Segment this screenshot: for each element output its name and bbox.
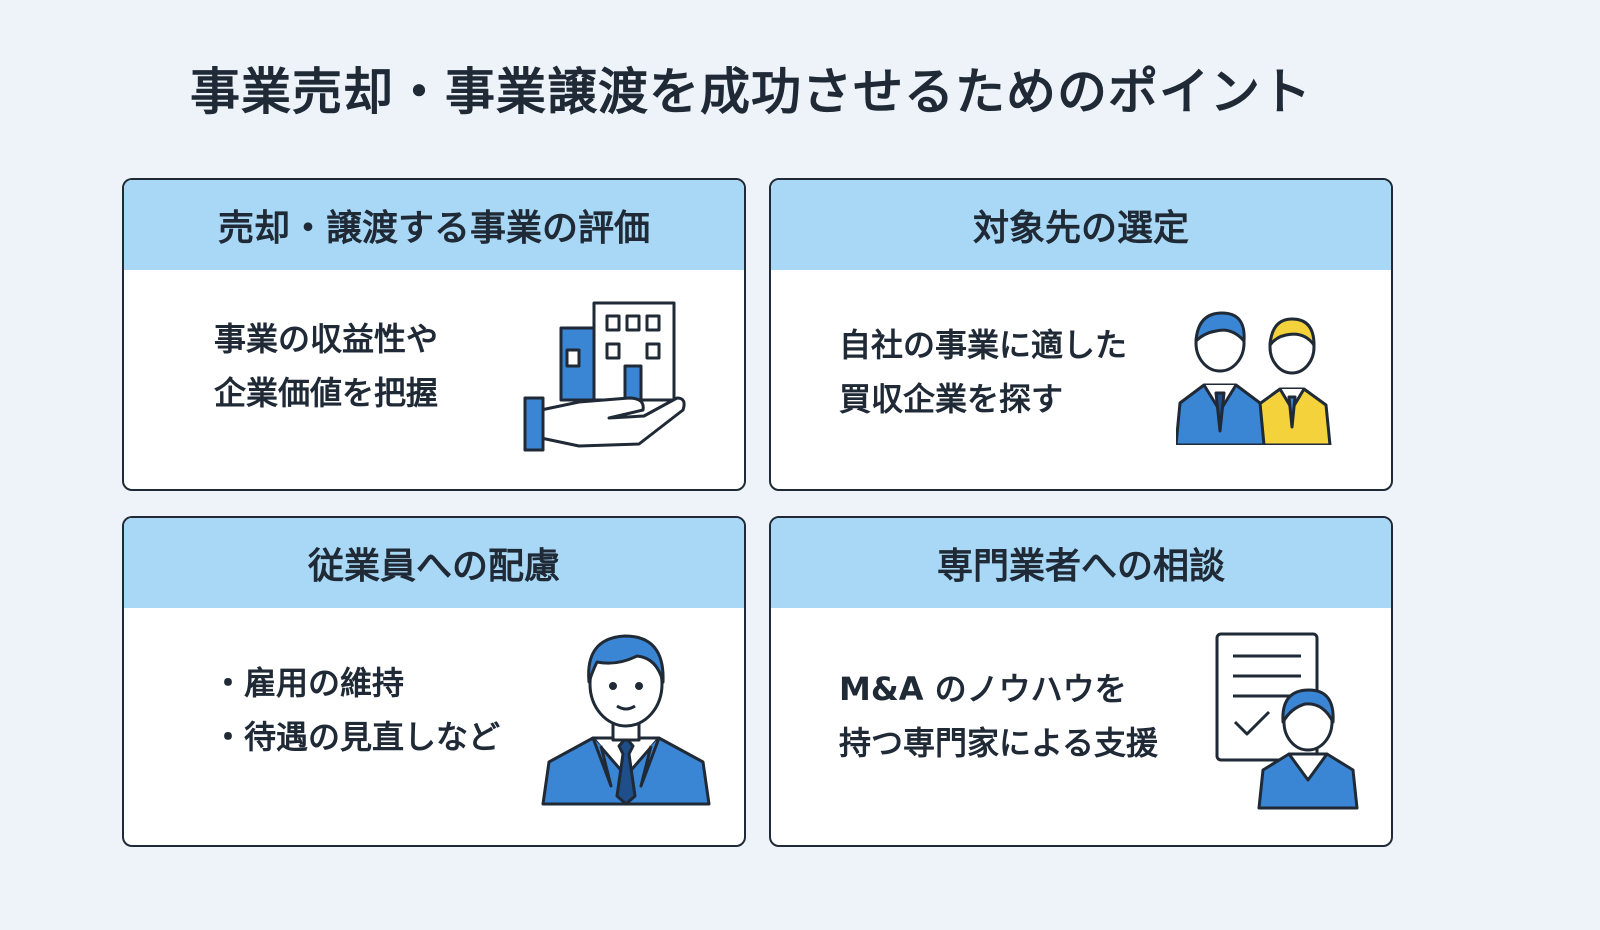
card-description: 自社の事業に適した 買収企業を探す <box>839 318 1127 426</box>
card-text-line: 買収企業を探す <box>839 380 1064 418</box>
list-item: 雇用の維持 <box>212 656 500 710</box>
card-employee-consideration: 従業員への配慮 雇用の維持 待遇の見直しなど <box>122 516 746 847</box>
card-target-selection: 対象先の選定 自社の事業に適した 買収企業を探す <box>769 178 1393 491</box>
card-business-evaluation: 売却・譲渡する事業の評価 事業の収益性や 企業価値を把握 <box>122 178 746 491</box>
card-heading: 売却・譲渡する事業の評価 <box>124 180 744 270</box>
card-text-line: 事業の収益性や <box>214 320 439 358</box>
card-text-line: 持つ専門家による支援 <box>839 724 1159 762</box>
card-text-line: M&A のノウハウを <box>839 670 1127 708</box>
two-businesspeople-icon <box>1176 311 1332 445</box>
card-text-line: 企業価値を把握 <box>214 374 439 412</box>
page-title: 事業売却・事業譲渡を成功させるためのポイント <box>190 63 1312 121</box>
card-description: 事業の収益性や 企業価値を把握 <box>214 312 438 420</box>
card-text-line: 自社の事業に適した <box>839 326 1128 364</box>
consultant-with-document-icon <box>1215 632 1359 810</box>
card-bullet-list: 雇用の維持 待遇の見直しなど <box>212 656 500 764</box>
hand-holding-building-icon <box>523 301 686 452</box>
businessman-icon <box>541 634 711 806</box>
card-expert-consultation: 専門業者への相談 M&A のノウハウを 持つ専門家による支援 <box>769 516 1393 847</box>
card-heading: 従業員への配慮 <box>124 518 744 608</box>
card-heading: 専門業者への相談 <box>771 518 1391 608</box>
list-item: 待遇の見直しなど <box>212 710 500 764</box>
card-heading: 対象先の選定 <box>771 180 1391 270</box>
card-description: M&A のノウハウを 持つ専門家による支援 <box>839 662 1158 770</box>
